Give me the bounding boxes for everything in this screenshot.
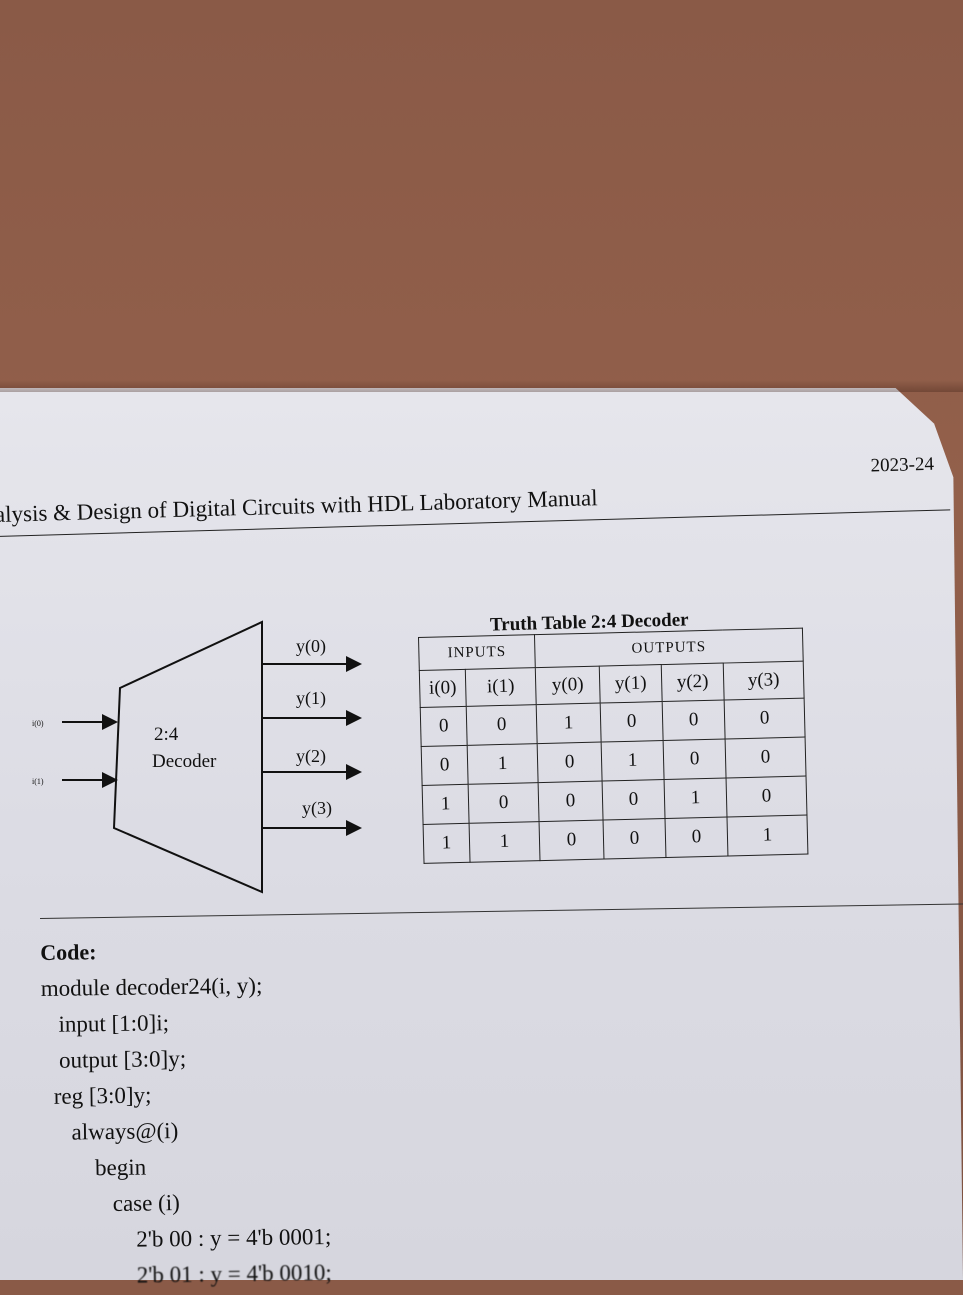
column-header: y(1) bbox=[599, 664, 663, 704]
table-cell: 0 bbox=[538, 781, 604, 822]
block-label-name: Decoder bbox=[152, 751, 217, 772]
table-cell: 0 bbox=[602, 779, 666, 821]
table-cell: 1 bbox=[423, 823, 471, 864]
table-cell: 1 bbox=[422, 784, 470, 825]
table-cell: 1 bbox=[664, 778, 727, 819]
column-header: i(0) bbox=[419, 669, 467, 708]
header-year: 2023-24 bbox=[870, 453, 935, 477]
inputs-group-header: INPUTS bbox=[418, 634, 536, 671]
table-cell: 0 bbox=[537, 742, 603, 783]
table-cell: 0 bbox=[420, 706, 468, 747]
column-header: y(0) bbox=[535, 666, 601, 705]
table-cell: 1 bbox=[726, 815, 808, 856]
block-label-ratio: 2:4 bbox=[154, 724, 179, 745]
manual-page bbox=[0, 388, 963, 1280]
table-cell: 1 bbox=[601, 740, 665, 782]
table-cell: 0 bbox=[539, 820, 604, 861]
table-cell: 1 bbox=[467, 743, 539, 785]
column-header: y(2) bbox=[661, 663, 725, 702]
output-label-0: y(0) bbox=[296, 636, 326, 657]
table-cell: 0 bbox=[665, 817, 728, 858]
truth-table-wrapper: INPUTS OUTPUTS i(0) i(1) y(0) y(1) y(2) … bbox=[418, 628, 808, 864]
output-label-1: y(1) bbox=[296, 688, 326, 709]
table-cell: 0 bbox=[603, 818, 666, 860]
input-label-0: i(0) bbox=[32, 719, 44, 728]
input-label-1: i(1) bbox=[32, 777, 44, 786]
table-cell: 0 bbox=[421, 745, 469, 786]
column-header: i(1) bbox=[465, 667, 537, 707]
table-cell: 0 bbox=[600, 701, 664, 743]
table-cell: 0 bbox=[662, 700, 726, 741]
table-cell: 0 bbox=[468, 782, 540, 824]
table-cell: 1 bbox=[469, 821, 540, 863]
output-label-2: y(2) bbox=[296, 746, 326, 767]
table-cell: 1 bbox=[536, 703, 602, 744]
table-cell: 0 bbox=[663, 739, 727, 780]
table-cell: 0 bbox=[725, 737, 807, 779]
decoder-svg: i(0) i(1) 2:4 Decoder y(0) y(1) y(2) y(3… bbox=[32, 620, 362, 894]
page-edge-shadow bbox=[0, 380, 963, 392]
table-cell: 0 bbox=[466, 704, 538, 746]
table-cell: 0 bbox=[724, 698, 806, 740]
decoder-block-diagram: i(0) i(1) 2:4 Decoder y(0) y(1) y(2) y(3… bbox=[30, 620, 390, 900]
table-cell: 0 bbox=[726, 776, 807, 818]
truth-table: INPUTS OUTPUTS i(0) i(1) y(0) y(1) y(2) … bbox=[418, 628, 808, 864]
output-label-3: y(3) bbox=[302, 798, 332, 819]
code-section: Code: module decoder24(i, y); input [1:0… bbox=[40, 925, 745, 1295]
column-header: y(3) bbox=[723, 661, 805, 701]
